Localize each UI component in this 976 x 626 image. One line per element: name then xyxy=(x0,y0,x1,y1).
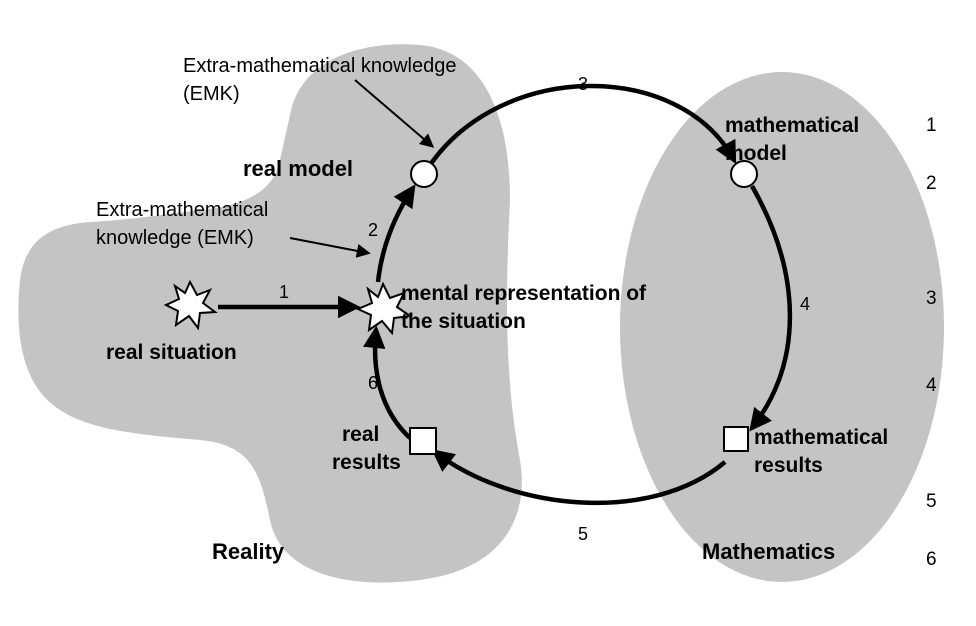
emk-top-label-line1: Extra-mathematical knowledge xyxy=(183,55,456,77)
mental-representation-label-line2: the situation xyxy=(401,310,526,333)
side-number-6: 6 xyxy=(926,549,937,570)
arrow-step-2 xyxy=(375,184,416,283)
arrow-step-4 xyxy=(749,184,793,432)
mental-representation-label-line1: mental representation of xyxy=(401,282,647,305)
mathematical-model-node xyxy=(730,160,758,188)
side-number-4: 4 xyxy=(926,375,937,396)
real-situation-label: real situation xyxy=(106,341,237,364)
reality-label: Reality xyxy=(212,539,285,564)
mathematics-label: Mathematics xyxy=(702,539,835,564)
emk-mid-arrow xyxy=(289,237,371,258)
step-5-number: 5 xyxy=(578,524,588,544)
mathematical-results-node xyxy=(723,426,749,452)
step-4-number: 4 xyxy=(800,294,810,314)
mathematical-model-label-line1: mathematical xyxy=(725,114,859,137)
side-number-5: 5 xyxy=(926,491,937,512)
reality-region xyxy=(18,44,522,583)
real-results-label-line2: results xyxy=(332,451,401,474)
emk-top-label-line2: (EMK) xyxy=(183,83,240,105)
mental-representation-star xyxy=(355,281,413,336)
emk-mid-label-line1: Extra-mathematical xyxy=(96,199,268,221)
emk-top-arrow xyxy=(354,79,435,148)
mathematical-results-label-line1: mathematical xyxy=(754,426,888,449)
step-3-number: 3 xyxy=(578,74,588,94)
side-number-1: 1 xyxy=(926,115,937,136)
arrow-step-3 xyxy=(426,83,737,170)
emk-mid-label-line2: knowledge (EMK) xyxy=(96,227,254,249)
real-results-label-line1: real xyxy=(342,423,379,446)
arrow-step-6 xyxy=(363,325,412,440)
arrow-step-5 xyxy=(431,449,727,505)
real-model-label: real model xyxy=(243,156,353,181)
side-number-2: 2 xyxy=(926,173,937,194)
mathematics-region xyxy=(620,72,944,582)
mathematical-results-label-line2: results xyxy=(754,454,823,477)
real-model-node xyxy=(410,160,438,188)
real-situation-star xyxy=(163,279,218,331)
step-1-number: 1 xyxy=(279,282,289,302)
step-6-number: 6 xyxy=(368,373,378,393)
mathematical-model-label-line2: model xyxy=(725,142,787,165)
step-2-number: 2 xyxy=(368,220,378,240)
real-results-node xyxy=(409,427,437,455)
side-number-3: 3 xyxy=(926,288,937,309)
